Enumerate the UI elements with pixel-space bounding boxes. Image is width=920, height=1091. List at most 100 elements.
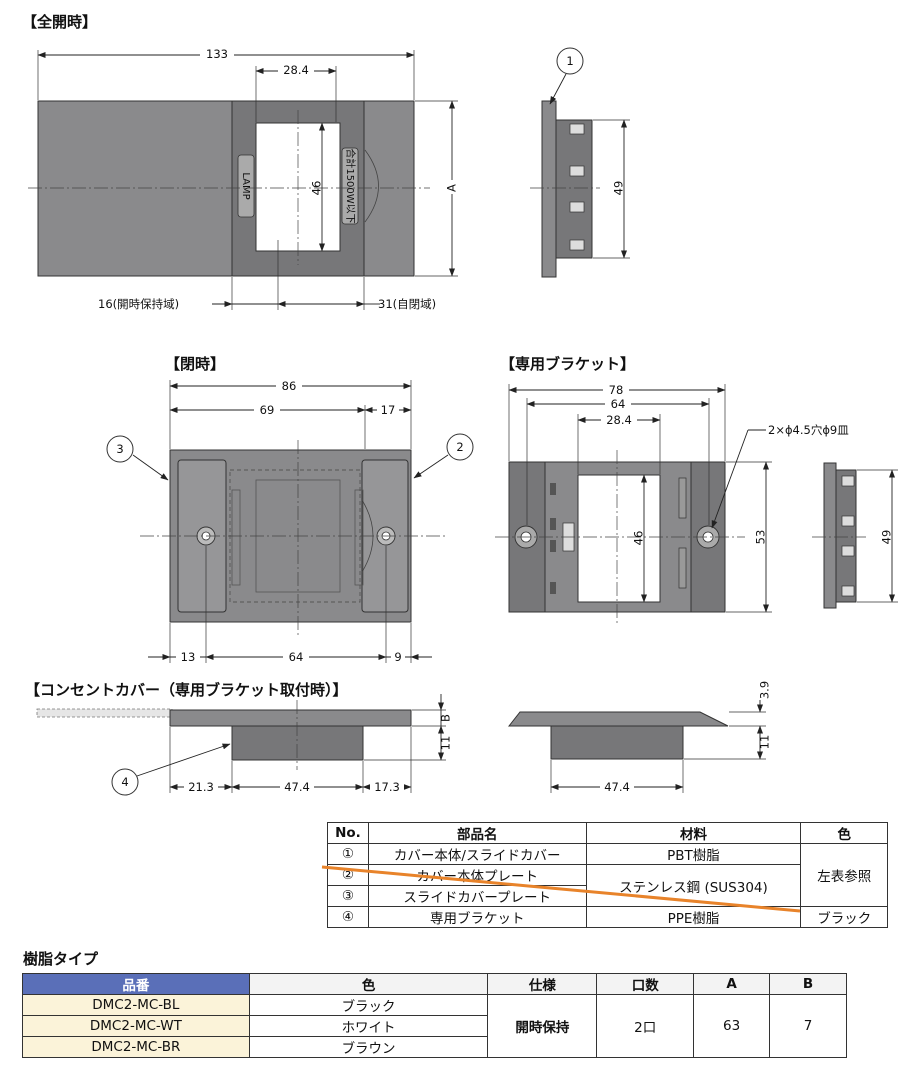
closed-view: 86 69 17 13 64 9 3 2 (106, 379, 474, 664)
dim-31-label: 31(自閉域) (378, 297, 436, 311)
callout-3 (106, 435, 134, 463)
dim-side-49-label: 49 (612, 181, 626, 196)
dim-br-side-49-label: 49 (880, 530, 894, 545)
resin-header-ports: 口数 (596, 973, 695, 995)
dim-3-9-label: 3.9 (758, 681, 772, 699)
dim-A-label: A (445, 184, 459, 192)
outlet-bracket-side-view: 3.9 11 47.4 (507, 681, 772, 794)
outlet-bracket-box (231, 725, 364, 761)
bracket-flange (507, 711, 729, 727)
bracket-side-plate (823, 462, 837, 609)
dim-17-label: 17 (381, 403, 396, 417)
dim-64-label: 64 (289, 650, 304, 664)
resin-header-code: 品番 (22, 973, 250, 995)
outlet-slide-open (36, 708, 173, 718)
callout-2 (446, 433, 474, 461)
callout-3-label: 3 (116, 442, 123, 456)
resin-spec: 開時保持 (487, 994, 598, 1058)
resin-code: DMC2-MC-WT (22, 1015, 250, 1037)
resin-color: ブラック (248, 994, 489, 1016)
dim-13-label: 13 (181, 650, 196, 664)
parts-material: PPE樹脂 (585, 906, 802, 928)
dim-9-label: 9 (394, 650, 401, 664)
resin-header-color: 色 (248, 973, 489, 995)
parts-name: カバー本体/スライドカバー (367, 843, 587, 865)
table-row: DMC2-MC-WT ホワイト (22, 1015, 847, 1037)
dim-br-28-4-label: 28.4 (606, 413, 632, 427)
bracket-side-view: 49 (812, 462, 898, 609)
callout-4 (111, 768, 139, 796)
parts-header-material: 材料 (585, 822, 802, 844)
side-cover (541, 100, 557, 278)
section-title-resin-type: 樹脂タイプ (23, 950, 99, 968)
dim-78-label: 78 (609, 383, 624, 397)
dim-16-label: 16(開時保持域) (98, 297, 179, 311)
bracket-window (577, 474, 661, 603)
outlet-cover-view: B 11 21.3 47.4 17.3 4 (36, 694, 453, 796)
dim-oc-11-label: 11 (439, 736, 453, 751)
dim-53-label: 53 (754, 530, 768, 545)
table-row: ① カバー本体/スライドカバー PBT樹脂 左表参照 (327, 843, 888, 907)
dim-oc2-11-label: 11 (758, 735, 772, 750)
bracket-view: 78 64 28.4 46 53 2×ϕ4.5穴ϕ9皿 (495, 383, 849, 625)
full-open-latch-arc (364, 149, 379, 223)
bracket-body-section (550, 725, 684, 760)
resin-header-spec: 仕様 (487, 973, 598, 995)
dim-46-label: 46 (310, 181, 324, 196)
resin-type-table: 品番 色 仕様 口数 A B DMC2-MC-BL ブラック 開時保持 2口 6… (22, 973, 847, 1058)
resin-a: 63 (693, 994, 771, 1058)
lamp-badge (237, 154, 255, 218)
dim-28-4-label: 28.4 (283, 63, 309, 77)
resin-color: ホワイト (248, 1015, 489, 1037)
resin-code: DMC2-MC-BL (22, 994, 250, 1016)
parts-name: 専用ブラケット (367, 906, 587, 928)
resin-code: DMC2-MC-BR (22, 1036, 250, 1058)
parts-name: スライドカバープレート (367, 885, 587, 907)
lamp-label: LAMP (240, 172, 251, 199)
resin-b: 7 (769, 994, 847, 1058)
parts-color: ブラック (800, 906, 888, 928)
callout-1 (556, 47, 584, 75)
dim-86-label: 86 (282, 379, 297, 393)
parts-no: ④ (327, 906, 369, 928)
rating-badge (341, 147, 359, 225)
resin-ports: 2口 (596, 994, 695, 1058)
parts-color-merged: 左表参照 (800, 843, 888, 907)
dim-133-label: 133 (206, 47, 228, 61)
parts-table: No. 部品名 材料 色 ① カバー本体/スライドカバー PBT樹脂 左表参照 … (327, 822, 888, 928)
side-view-top: 49 1 (530, 47, 630, 278)
parts-header-color: 色 (800, 822, 888, 844)
dim-69-label: 69 (260, 403, 275, 417)
callout-2-label: 2 (456, 440, 463, 454)
outlet-cover-plate (169, 709, 412, 727)
dim-br-64-label: 64 (611, 397, 626, 411)
section-title-full-open: 【全開時】 (22, 13, 98, 31)
table-row: DMC2-MC-BL ブラック 開時保持 2口 63 7 (22, 994, 847, 1058)
parts-material-merged: ステンレス鋼 (SUS304) (585, 864, 802, 907)
parts-material: PBT樹脂 (585, 843, 802, 865)
table-row: DMC2-MC-BR ブラウン (22, 1036, 847, 1058)
parts-no: ① (327, 843, 369, 865)
dim-21-3-label: 21.3 (188, 780, 214, 794)
parts-header-name: 部品名 (367, 822, 587, 844)
dim-17-3-label: 17.3 (374, 780, 400, 794)
callout-1-label: 1 (566, 54, 573, 68)
table-row: ④ 専用ブラケット PPE樹脂 ブラック (327, 906, 888, 928)
resin-header-a: A (693, 973, 771, 995)
dim-B-label: B (439, 714, 453, 722)
section-title-bracket: 【専用ブラケット】 (500, 355, 636, 373)
section-title-closed: 【閉時】 (165, 355, 226, 373)
side-bracket (555, 119, 593, 259)
parts-header-no: No. (327, 822, 369, 844)
dim-47-4-label: 47.4 (284, 780, 310, 794)
resin-color: ブラウン (248, 1036, 489, 1058)
full-open-view: LAMP 合計1500W以下 133 28.4 46 A 16(開時保持域) 3… (28, 47, 459, 311)
parts-name: カバー本体プレート (367, 864, 587, 886)
section-title-outlet-cover: 【コンセントカバー（専用ブラケット取付時）】 (25, 681, 348, 699)
dim-oc2-47-4-label: 47.4 (604, 780, 630, 794)
callout-4-label: 4 (121, 775, 128, 789)
dim-hole-label: 2×ϕ4.5穴ϕ9皿 (768, 423, 849, 437)
resin-header-b: B (769, 973, 847, 995)
dim-br-46-label: 46 (632, 531, 646, 546)
